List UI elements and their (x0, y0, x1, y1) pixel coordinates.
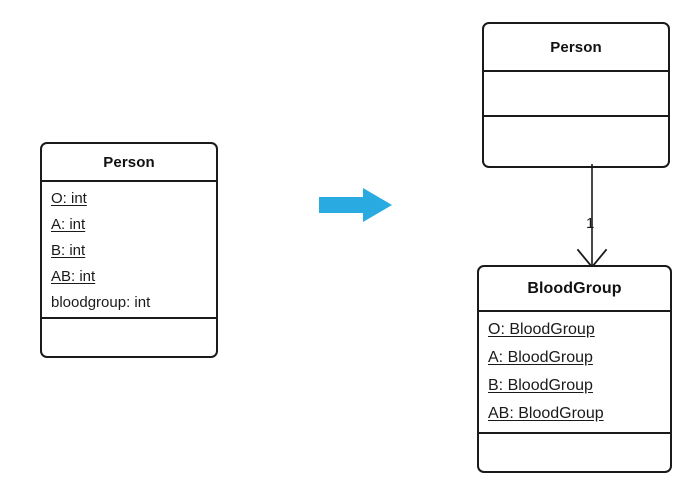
attribute-row: O: int (51, 190, 87, 207)
attribute-row: A: BloodGroup (488, 349, 593, 366)
class-name-person-after: Person (550, 38, 602, 56)
association-multiplicity-label: 1 (586, 215, 595, 232)
association-connector (548, 164, 618, 270)
right-arrow-icon (319, 188, 393, 222)
class-name-person-before: Person (103, 153, 155, 171)
attribute-row: bloodgroup: int (51, 294, 151, 311)
attributes-compartment-person-before: O: int A: int B: int AB: int bloodgroup:… (42, 180, 216, 317)
attribute-row: O: BloodGroup (488, 321, 595, 338)
attribute-row: A: int (51, 216, 86, 233)
operations-compartment-bloodgroup (479, 432, 670, 471)
class-box-person-after[interactable]: Person (482, 22, 670, 168)
attribute-row: B: BloodGroup (488, 377, 593, 394)
operations-compartment-person-after (484, 115, 668, 166)
attribute-row: B: int (51, 242, 86, 259)
class-name-bloodgroup: BloodGroup (527, 279, 622, 297)
class-box-bloodgroup[interactable]: BloodGroup O: BloodGroup A: BloodGroup B… (477, 265, 672, 473)
attribute-row: AB: BloodGroup (488, 405, 604, 422)
class-box-person-before[interactable]: Person O: int A: int B: int AB: int bloo… (40, 142, 218, 358)
operations-compartment-person-before (42, 317, 216, 356)
attribute-row: AB: int (51, 268, 96, 285)
attributes-compartment-bloodgroup: O: BloodGroup A: BloodGroup B: BloodGrou… (479, 310, 670, 432)
attributes-compartment-person-after (484, 70, 668, 115)
